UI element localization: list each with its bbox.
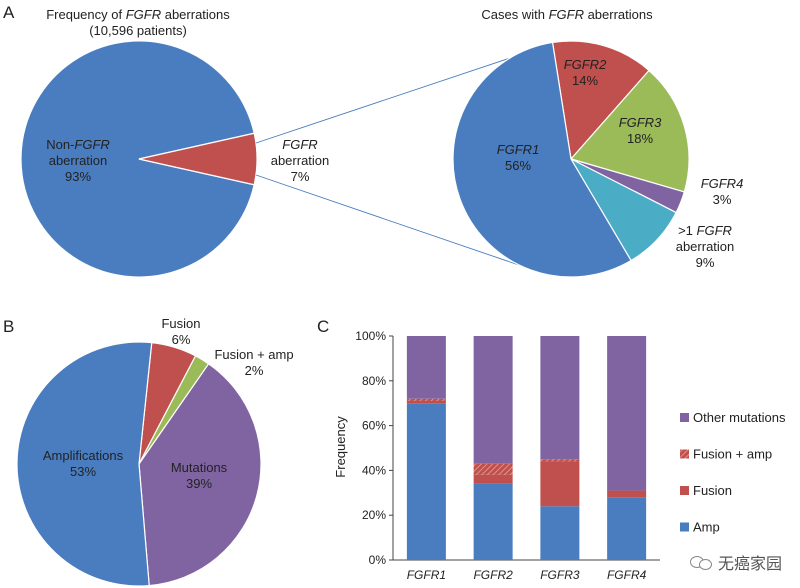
panel-letter-a: A <box>3 3 15 22</box>
slice-label-fgfr4-name: FGFR4 <box>701 176 744 191</box>
bar-segment-amp-fgfr4 <box>607 497 647 560</box>
slice-value-fgfr3: 18% <box>627 131 653 146</box>
slice-value-fgfr: 7% <box>291 169 310 184</box>
watermark-text: 无癌家园 <box>717 554 782 573</box>
slice-label-fgfr1-name: FGFR1 <box>497 142 540 157</box>
slice-value-fgfr1: 56% <box>505 158 531 173</box>
slice-value-multi-fgfr: 9% <box>696 255 715 270</box>
legend-label-other-mutations: Other mutations <box>693 410 786 425</box>
pie-slice-mutations <box>138 362 262 587</box>
slice-value-fusion: 6% <box>172 332 191 347</box>
bar-segment-fusion-amp-fgfr1 <box>406 398 446 401</box>
legend-swatch-fusion-amp <box>680 449 689 459</box>
connector-line-top <box>255 45 547 144</box>
slice-label-fusion-amp: Fusion + amp 2% <box>214 347 293 378</box>
y-tick-label: 80% <box>362 374 386 388</box>
y-tick-label: 20% <box>362 508 386 522</box>
bar-segment-other-mutations-fgfr4 <box>607 336 647 491</box>
panel-letter-b: B <box>3 317 14 336</box>
slice-label-fgfr-line2: aberration <box>271 153 330 168</box>
x-tick-label-fgfr3: FGFR3 <box>540 568 580 582</box>
bar-segment-fusion-fgfr3 <box>540 461 580 507</box>
slice-label-amplifications-name: Amplifications <box>43 448 124 463</box>
y-axis-label: Frequency <box>333 416 348 478</box>
pie-slice-fgfr1 <box>452 41 632 278</box>
slice-value-fusion-amp: 2% <box>245 363 264 378</box>
slice-label-fusion-amp-name: Fusion + amp <box>214 347 293 362</box>
slice-label-mutations-name: Mutations <box>171 460 228 475</box>
slice-label-fgfr: FGFR aberration 7% <box>271 137 330 184</box>
panel-letter-c: C <box>317 317 329 336</box>
pie-slice-amplifications <box>16 341 153 587</box>
slice-label-multi-fgfr: >1 FGFR aberration 9% <box>676 223 735 270</box>
bar-segment-other-mutations-fgfr2 <box>473 336 513 464</box>
bar-segment-amp-fgfr1 <box>406 403 446 560</box>
slice-label-multi-fgfr-line1: >1 FGFR <box>678 223 732 238</box>
x-tick-label-fgfr1: FGFR1 <box>407 568 446 582</box>
legend-label-amp: Amp <box>693 520 720 535</box>
bar-segment-fusion-fgfr1 <box>406 400 446 404</box>
slice-label-non-fgfr-line1: Non-FGFR <box>46 137 110 152</box>
bar-segment-fusion-fgfr4 <box>607 490 647 498</box>
slice-label-fgfr2: FGFR2 14% <box>564 57 607 88</box>
bar-segment-fusion-amp-fgfr3 <box>540 459 580 462</box>
bar-segment-fusion-fgfr2 <box>473 474 513 484</box>
legend-label-fusion-amp: Fusion + amp <box>693 447 772 462</box>
slice-label-fgfr3-name: FGFR3 <box>619 115 662 130</box>
wechat-icon <box>689 554 712 570</box>
slice-label-mutations: Mutations 39% <box>171 460 228 491</box>
legend-label-fusion: Fusion <box>693 483 732 498</box>
y-tick-label: 40% <box>362 463 386 477</box>
pie-slice-fgfr3 <box>569 69 690 193</box>
stacked-bar-chart-c: 0% 20% 40% 60% 80% 100% FGFR1 FGFR2 FGFR3 FGFR4 Ot… <box>355 329 786 582</box>
legend-swatch-fusion <box>680 486 689 495</box>
x-tick-label-fgfr4: FGFR4 <box>607 568 647 582</box>
legend-swatch-amp <box>680 522 689 532</box>
pie-a-overall-title: Frequency of FGFR aberrations <box>46 7 230 22</box>
slice-label-fusion: Fusion 6% <box>161 316 200 347</box>
connector-line-bottom <box>255 174 549 276</box>
y-tick-label: 100% <box>355 329 386 343</box>
slice-label-non-fgfr-line2: aberration <box>49 153 108 168</box>
bar-segment-other-mutations-fgfr3 <box>540 336 580 460</box>
slice-label-fusion-name: Fusion <box>161 316 200 331</box>
pie-b-aberration-types <box>16 341 262 587</box>
bar-segment-amp-fgfr3 <box>540 506 580 560</box>
slice-value-fgfr4: 3% <box>713 192 732 207</box>
pie-slice-fgfr-aberration <box>138 132 258 186</box>
slice-label-non-fgfr: Non-FGFR aberration 93% <box>46 137 110 184</box>
pie-a-cases-title: Cases with FGFR aberrations <box>481 7 653 22</box>
y-tick-label: 60% <box>362 419 386 433</box>
y-tick-label: 0% <box>369 553 387 567</box>
slice-value-mutations: 39% <box>186 476 212 491</box>
bar-segment-other-mutations-fgfr1 <box>406 336 446 399</box>
slice-label-fgfr2-name: FGFR2 <box>564 57 607 72</box>
x-tick-label-fgfr2: FGFR2 <box>473 568 513 582</box>
legend-swatch-other-mutations <box>680 413 689 422</box>
slice-value-non-fgfr: 93% <box>65 169 91 184</box>
slice-label-fgfr1: FGFR1 56% <box>497 142 540 173</box>
pie-a-overall <box>20 40 258 278</box>
bar-segment-amp-fgfr2 <box>473 483 513 560</box>
slice-value-fgfr2: 14% <box>572 73 598 88</box>
slice-value-amplifications: 53% <box>70 464 96 479</box>
slice-label-amplifications: Amplifications 53% <box>43 448 124 479</box>
pie-slice-fgfr2 <box>551 40 650 161</box>
pie-a-overall-subtitle: (10,596 patients) <box>89 23 187 38</box>
slice-label-fgfr4: FGFR4 3% <box>701 176 744 207</box>
slice-label-fgfr3: FGFR3 18% <box>619 115 662 146</box>
watermark: 无癌家园 <box>689 550 782 574</box>
slice-label-fgfr-line1: FGFR <box>282 137 317 152</box>
bar-segment-fusion-amp-fgfr2 <box>473 463 513 475</box>
slice-label-multi-fgfr-line2: aberration <box>676 239 735 254</box>
pie-a-cases <box>452 40 690 278</box>
pie-slice-non-fgfr-aberration <box>20 40 255 278</box>
